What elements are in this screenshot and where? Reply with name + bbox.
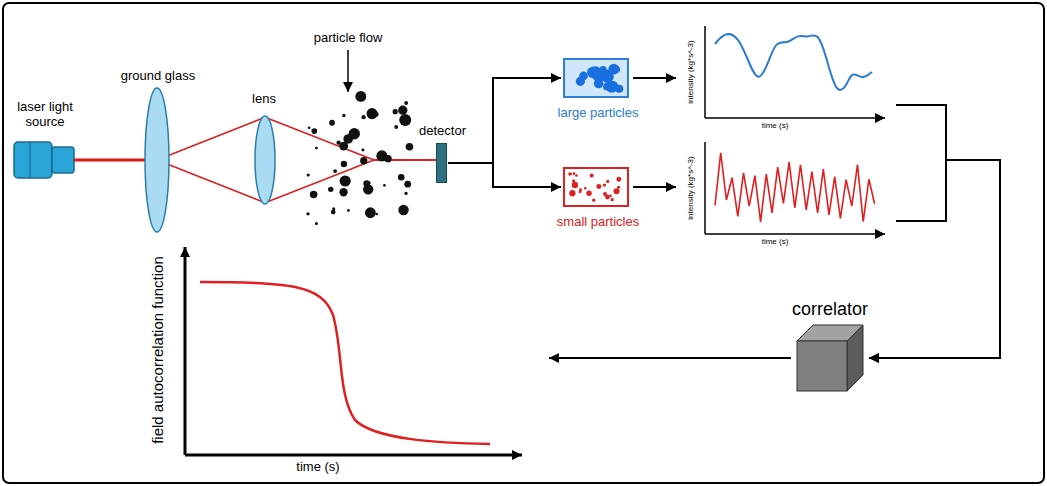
flow-connector	[869, 105, 1000, 358]
particle-box: small particles	[563, 167, 629, 207]
node-label: correlator	[792, 299, 868, 320]
node-label: detector	[419, 124, 466, 139]
axis-label: field autocorrelation function	[149, 256, 166, 444]
part-label: laser light source	[5, 100, 85, 130]
flow-connector	[549, 357, 791, 359]
node-graphic	[140, 245, 545, 477]
correlator-box: correlator	[797, 325, 863, 391]
lens-symbol	[255, 116, 275, 204]
part-label: particle flow	[293, 31, 403, 46]
axis-label: time (s)	[296, 460, 339, 475]
flow-connector	[633, 186, 676, 188]
flow-connector	[448, 163, 561, 187]
frame-border	[3, 3, 1044, 483]
axis-label: intensity (kg*s^-3)	[686, 156, 695, 219]
light-rays	[157, 118, 436, 202]
intensity-chart: intensity (kg*s^-3) time (s)	[680, 22, 890, 134]
flow-connector	[869, 160, 1000, 358]
part-label: ground glass	[103, 69, 213, 84]
part-label: lens	[234, 92, 294, 107]
axis-label: intensity (kg*s^-3)	[686, 40, 695, 103]
flow-connector	[633, 77, 676, 79]
intensity-chart: intensity (kg*s^-3) time (s)	[680, 138, 890, 250]
node-label: large particles	[558, 106, 639, 121]
detector-block: detector	[436, 143, 447, 183]
flow-connector	[448, 78, 561, 163]
flow-arrow	[347, 50, 349, 92]
ground-glass	[145, 88, 169, 232]
node-graphic	[797, 325, 863, 391]
node-graphic	[680, 138, 890, 250]
particle-cloud	[306, 91, 413, 225]
axis-label: time (s)	[762, 237, 789, 246]
node-graphic	[565, 169, 631, 209]
autocorrelation-chart: field autocorrelation function time (s)	[140, 245, 545, 477]
particle-box: large particles	[563, 58, 629, 98]
axis-label: time (s)	[762, 121, 789, 130]
node-graphic	[565, 60, 631, 100]
node-graphic	[680, 22, 890, 134]
node-label: small particles	[557, 215, 639, 230]
laser-symbol	[14, 142, 74, 178]
